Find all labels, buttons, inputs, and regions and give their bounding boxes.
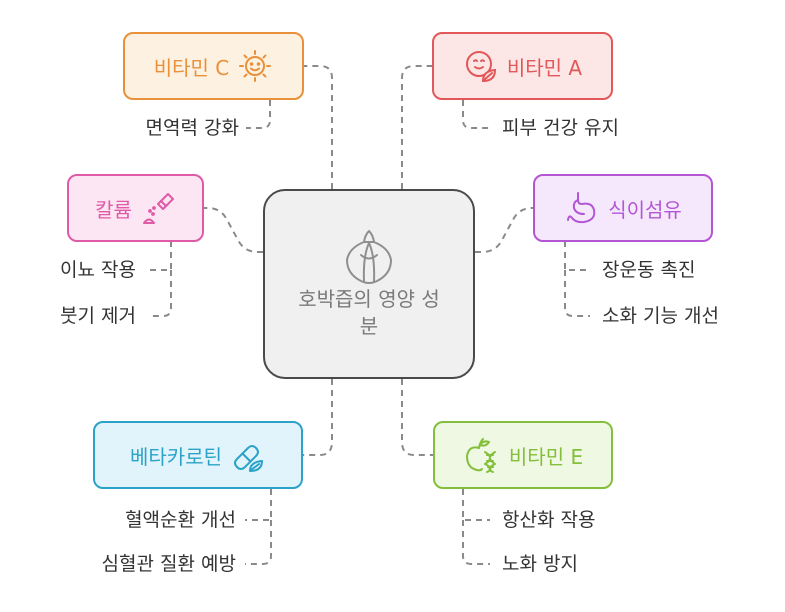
connector-digestion — [564, 270, 590, 317]
vitamin-a-label: 비타민 A — [506, 55, 583, 80]
center-node: 호박즙의 영양 성분 — [263, 189, 475, 379]
item-digestion: 소화 기능 개선 — [602, 305, 719, 327]
connector-aging — [462, 520, 490, 565]
item-circulation: 혈액순환 개선 — [125, 509, 236, 531]
fiber-label: 식이섬유 — [608, 197, 682, 222]
apple-dna-icon — [465, 438, 496, 473]
stomach-icon — [567, 192, 596, 224]
potassium-label: 칼륨 — [95, 197, 132, 222]
item-skin: 피부 건강 유지 — [502, 117, 619, 139]
face-leaf-icon — [465, 51, 496, 83]
vitamin-c-label: 비타민 C — [153, 55, 230, 80]
connector-vitamin-a — [401, 65, 432, 189]
connector-beta-carotene — [303, 379, 333, 456]
connector-diuretic — [148, 241, 172, 271]
connector-antioxidant — [462, 489, 490, 521]
salt-shaker-icon — [142, 193, 174, 224]
item-bowel: 장운동 촉진 — [602, 259, 696, 281]
beta-carotene-label: 베타카로틴 — [130, 444, 222, 469]
item-swelling: 붓기 제거 — [60, 305, 136, 327]
connector-potassium — [204, 207, 263, 253]
connector-vitamin-e — [401, 379, 433, 456]
item-diuretic: 이뇨 작용 — [60, 259, 136, 281]
connector-cardio — [245, 520, 272, 565]
node-vitamin-e: 비타민 E — [433, 421, 613, 489]
item-cardio: 심혈관 질환 예방 — [101, 553, 236, 575]
node-vitamin-a: 비타민 A — [432, 32, 613, 100]
sun-face-icon — [239, 50, 272, 82]
item-antioxidant: 항산화 작용 — [502, 509, 596, 531]
node-fiber: 식이섬유 — [533, 174, 713, 242]
connector-fiber — [475, 207, 533, 253]
connector-swelling — [148, 270, 172, 317]
center-title: 호박즙의 영양 성분 — [298, 287, 440, 338]
item-immune: 면역력 강화 — [145, 117, 239, 139]
connector-skin — [462, 100, 490, 129]
connector-vitamin-c — [304, 65, 333, 189]
node-potassium: 칼륨 — [67, 174, 204, 242]
connector-bowel — [564, 241, 590, 271]
node-beta-carotene: 베타카로틴 — [93, 421, 303, 489]
garlic-bulb-icon — [346, 230, 392, 284]
connector-immune — [246, 100, 271, 129]
vitamin-e-label: 비타민 E — [508, 444, 584, 469]
connector-circulation — [245, 489, 272, 521]
node-vitamin-c: 비타민 C — [123, 32, 304, 100]
item-aging: 노화 방지 — [502, 553, 578, 575]
capsule-leaf-icon — [234, 445, 263, 472]
